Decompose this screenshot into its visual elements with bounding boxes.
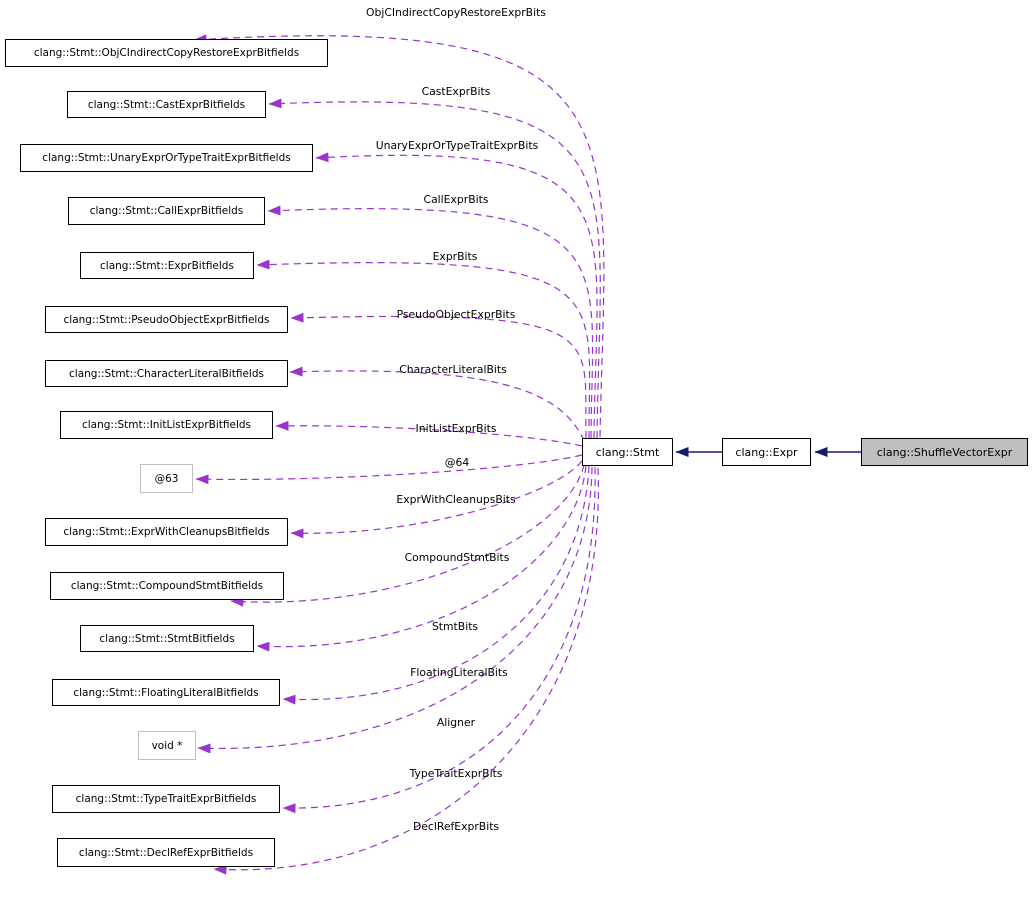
usage-edge-compound: [230, 464, 585, 607]
node-declref[interactable]: clang::Stmt::DeclRefExprBitfields: [57, 838, 275, 867]
node-exprwc[interactable]: clang::Stmt::ExprWithCleanupsBitfields: [45, 518, 288, 546]
usage-edge-unary: [315, 152, 598, 439]
node-initlist[interactable]: clang::Stmt::InitListExprBitfields: [60, 411, 273, 439]
edge-label-e_exprbits: ExprBits: [432, 250, 478, 263]
node-floatlit[interactable]: clang::Stmt::FloatingLiteralBitfields: [52, 679, 280, 706]
node-exprbits[interactable]: clang::Stmt::ExprBitfields: [80, 252, 254, 279]
usage-edge-typetrait: [282, 466, 596, 814]
node-unary[interactable]: clang::Stmt::UnaryExprOrTypeTraitExprBit…: [20, 144, 313, 172]
node-stmtbits[interactable]: clang::Stmt::StmtBitfields: [80, 625, 254, 652]
edge-label-e_floatlit: FloatingLiteralBits: [410, 666, 508, 679]
node-shuffle: clang::ShuffleVectorExpr: [861, 438, 1028, 466]
edge-label-e_declref: DeclRefExprBits: [412, 820, 500, 833]
edge-label-e_aligner: Aligner: [436, 716, 476, 729]
edge-label-e_typetrait: TypeTraitExprBits: [409, 767, 503, 780]
usage-edge-stmtbits: [256, 465, 587, 652]
node-cast[interactable]: clang::Stmt::CastExprBitfields: [67, 91, 266, 118]
edge-label-e_pseudo: PseudoObjectExprBits: [396, 308, 516, 321]
edge-label-e_objc: ObjCIndirectCopyRestoreExprBits: [366, 6, 546, 19]
usage-edge-declref: [213, 467, 599, 875]
edge-label-e_charlit: CharacterLiteralBits: [399, 363, 507, 376]
usage-edge-pseudo: [290, 312, 587, 439]
node-anon63: @63: [140, 464, 193, 493]
usage-edge-call: [267, 205, 594, 439]
edge-label-e_cast: CastExprBits: [421, 85, 491, 98]
edge-label-e_call: CallExprBits: [423, 193, 489, 206]
node-compound[interactable]: clang::Stmt::CompoundStmtBitfields: [50, 572, 284, 600]
node-charlit[interactable]: clang::Stmt::CharacterLiteralBitfields: [45, 360, 288, 387]
edge-label-e_anon64: @64: [444, 456, 470, 469]
usage-edge-exprbits: [256, 259, 591, 439]
usage-edge-initlist: [275, 420, 583, 447]
edge-label-e_stmtbits: StmtBits: [431, 620, 479, 633]
usage-edge-floatlit: [282, 465, 590, 705]
edge-label-e_unary: UnaryExprOrTypeTraitExprBits: [375, 139, 539, 152]
node-call[interactable]: clang::Stmt::CallExprBitfields: [68, 197, 265, 225]
usage-edge-anon63: [195, 454, 583, 485]
node-stmt[interactable]: clang::Stmt: [582, 438, 673, 466]
edge-label-e_compound: CompoundStmtBits: [404, 551, 510, 564]
node-pseudo[interactable]: clang::Stmt::PseudoObjectExprBitfields: [45, 306, 288, 333]
node-typetrait[interactable]: clang::Stmt::TypeTraitExprBitfields: [52, 785, 280, 813]
node-expr[interactable]: clang::Expr: [722, 438, 811, 466]
usage-edge-exprwc: [290, 460, 583, 539]
node-objc[interactable]: clang::Stmt::ObjCIndirectCopyRestoreExpr…: [5, 39, 328, 67]
edge-label-e_initlist: InitListExprBits: [415, 422, 497, 435]
usage-edge-objc: [193, 34, 605, 438]
edge-label-e_exprwc: ExprWithCleanupsBits: [396, 493, 516, 506]
node-voidptr: void *: [138, 731, 196, 760]
usage-edge-voidptr: [197, 466, 593, 754]
usage-edge-cast: [268, 98, 601, 439]
